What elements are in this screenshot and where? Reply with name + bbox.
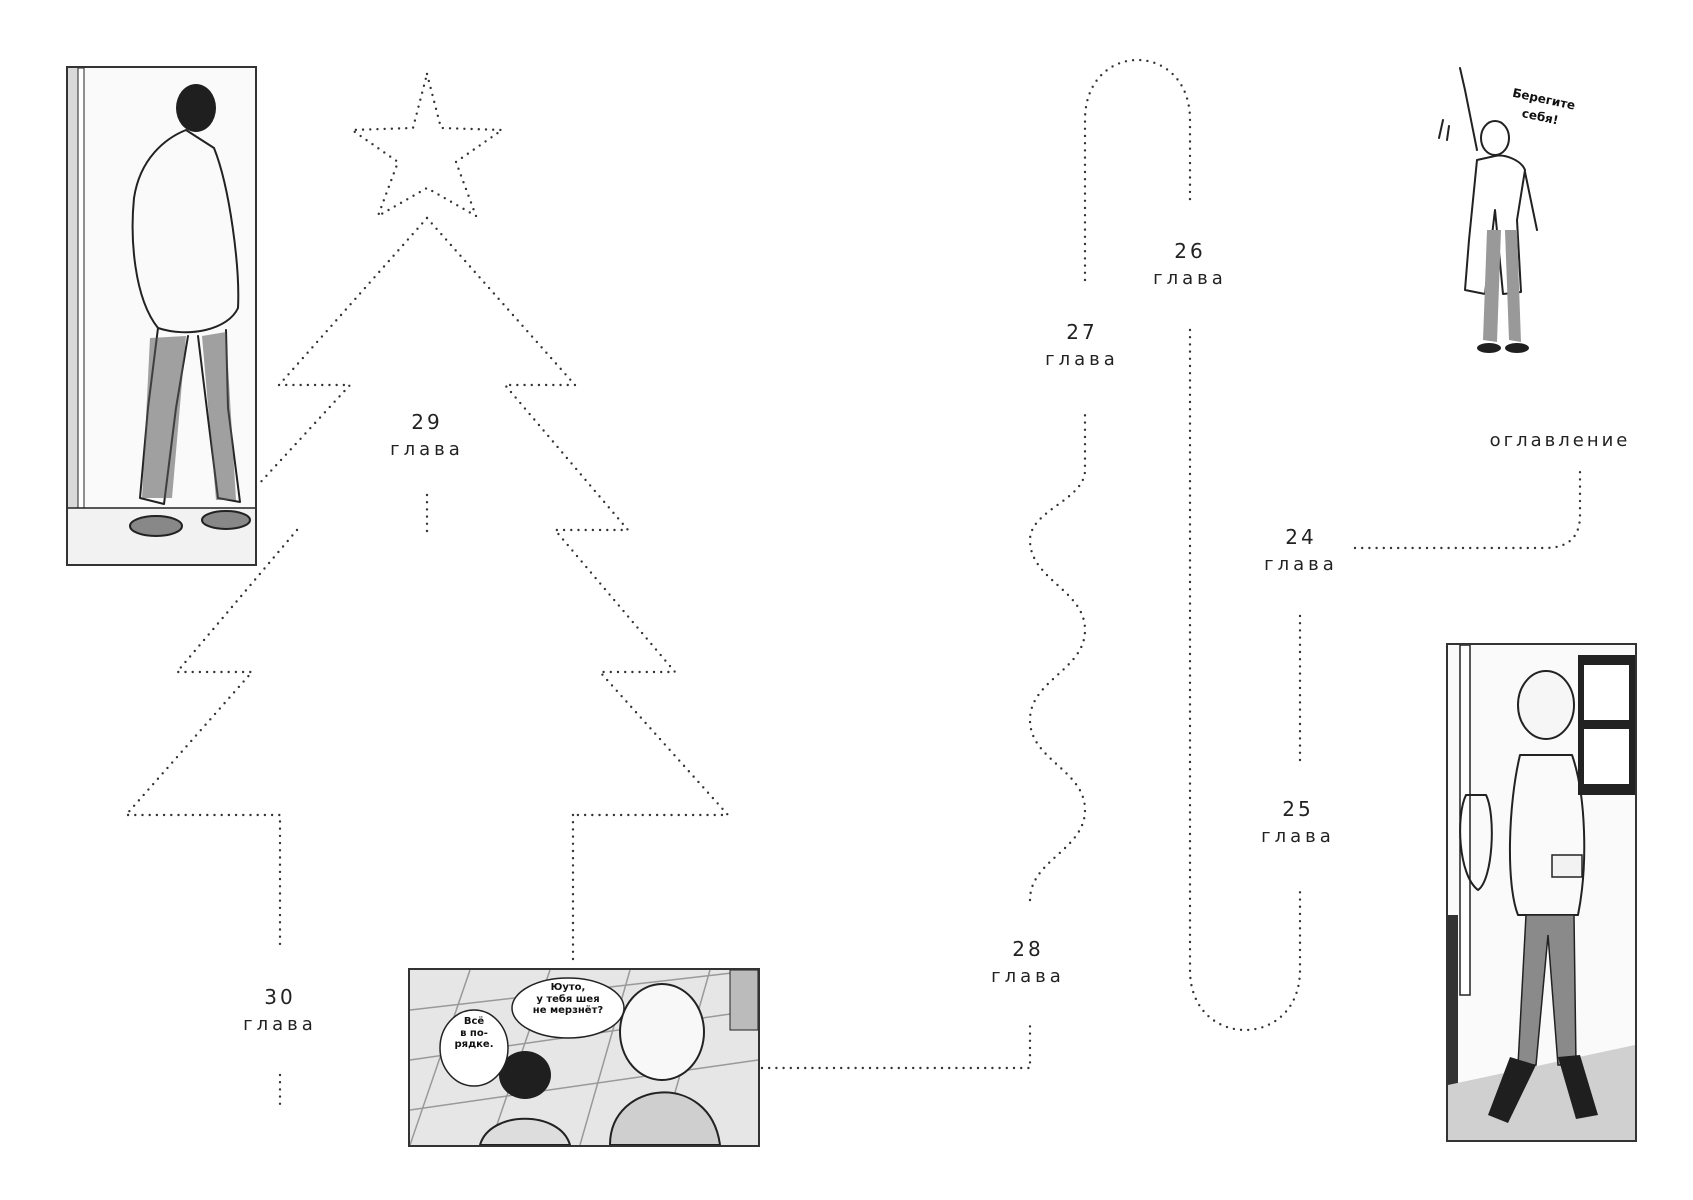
route-28 [760,1018,1032,1070]
illustration-boy-walking [66,66,257,566]
chapter-word: глава [1045,349,1119,370]
chapter-number: 29 [411,410,443,434]
chapter-27-link[interactable]: 27 глава [1017,318,1147,373]
tree-outline-left [256,216,429,487]
chapter-number: 25 [1282,797,1314,821]
chapter-26-link[interactable]: 26 глава [1125,237,1255,292]
tree-outline-left-lower [123,528,299,947]
route-27-wave [1028,408,1087,902]
chapter-30-link[interactable]: 30 глава [215,983,345,1038]
chapter-number: 28 [1012,937,1044,961]
chapter-number: 26 [1174,239,1206,263]
chapter-28-link[interactable]: 28 глава [963,935,1093,990]
route-u [1188,328,1302,1031]
illustration-street-scene: Всё в по- рядке. Юуто, у тебя шея не мер… [408,968,760,1147]
chapter-word: глава [1153,268,1227,289]
bubble-line: Всё [463,1016,485,1027]
illustration-girl-with-bag [1446,643,1637,1142]
chapter-29-link[interactable]: 29 глава [362,408,492,463]
chapter-word: глава [1261,826,1335,847]
bubble-line: в по- [460,1027,488,1039]
tree-outline [425,216,731,817]
bubble-line: рядке. [454,1039,494,1050]
route-arch [1083,59,1192,282]
speech-bubble-girl: Юуто, у тебя шея не мерзнёт? [518,982,618,1017]
chapter-25-link[interactable]: 25 глава [1233,795,1363,850]
illustration-man-waving: Берегите себя! [1425,60,1577,360]
chapter-number: 24 [1285,525,1317,549]
star-outline [348,69,506,219]
bubble-line: Юуто, [550,982,586,993]
chapter-number: 30 [264,985,296,1009]
bubble-line: не мерзнёт? [532,1005,604,1016]
route-toc [1353,468,1582,550]
chapter-word: глава [1264,554,1338,575]
chapter-word: глава [243,1014,317,1035]
speech-bubble-boy: Всё в по- рядке. [443,1016,505,1051]
chapter-24-link[interactable]: 24 глава [1236,523,1366,578]
chapter-number: 27 [1066,320,1098,344]
table-of-contents-link[interactable]: оглавление [1489,430,1631,451]
chapter-word: глава [390,439,464,460]
chapter-word: глава [991,966,1065,987]
bubble-line: у тебя шея [536,993,600,1005]
